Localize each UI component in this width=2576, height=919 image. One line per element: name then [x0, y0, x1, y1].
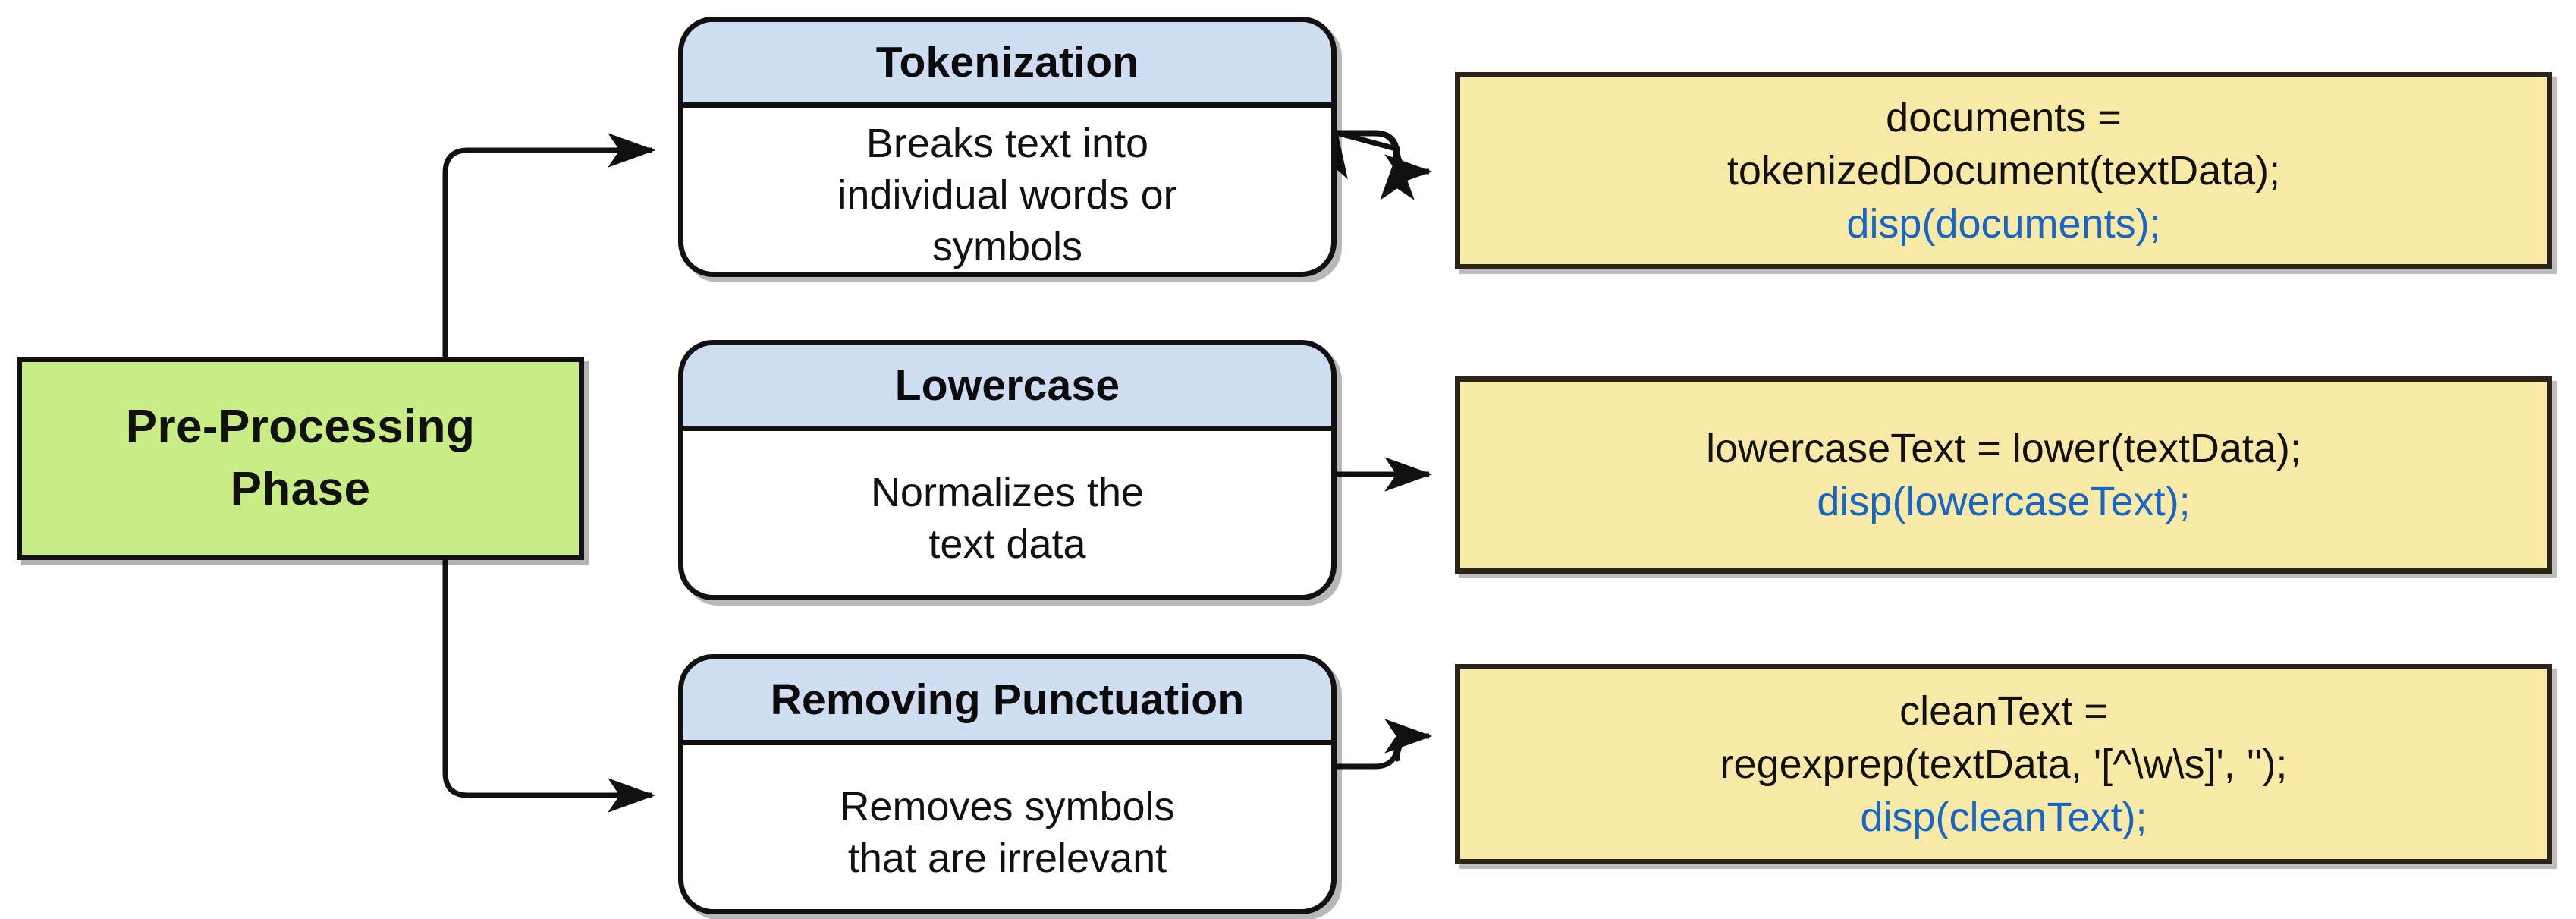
step-box-removing-punctuation[interactable]: Removing Punctuation Removes symbols tha…	[678, 654, 1337, 914]
step-description: Breaks text into individual words or sym…	[837, 118, 1176, 272]
code-line: cleanText =	[1899, 688, 2108, 734]
code-line: documents =	[1886, 94, 2122, 140]
connector-tokenization-to-code	[1337, 133, 1399, 172]
connector-tokenization-arrow	[1337, 131, 1433, 189]
code-box-removing-punctuation[interactable]: cleanText = regexprep(textData, '[^\w\s]…	[1455, 664, 2552, 864]
step-desc-line1: Normalizes the	[870, 469, 1145, 515]
step-body-removing-punctuation: Removes symbols that are irrelevant	[683, 745, 1331, 909]
code-line-call: disp(lowercaseText);	[1817, 479, 2191, 524]
code-line-call: disp(documents);	[1846, 201, 2161, 247]
step-desc-line3: symbols	[931, 224, 1083, 270]
step-header-tokenization: Tokenization	[683, 22, 1331, 108]
step-title: Lowercase	[894, 361, 1120, 410]
step-desc-line2: text data	[928, 521, 1086, 567]
step-description: Removes symbols that are irrelevant	[840, 781, 1174, 884]
code-line: lowercaseText = lower(textData);	[1706, 425, 2301, 471]
connector-phase-to-tokenization	[442, 133, 656, 357]
step-description: Normalizes the text data	[871, 467, 1144, 570]
step-box-tokenization[interactable]: Tokenization Breaks text into individual…	[678, 17, 1337, 277]
code-box-lowercase[interactable]: lowercaseText = lower(textData); disp(lo…	[1455, 376, 2552, 574]
connector-tokenization-to-code-main	[1337, 130, 1415, 200]
step-desc-line1: Removes symbols	[840, 783, 1175, 829]
phase-label: Pre-Processing Phase	[106, 396, 495, 521]
phase-label-line2: Phase	[230, 463, 371, 515]
step-desc-line1: Breaks text into	[865, 120, 1149, 166]
step-desc-line2: individual words or	[837, 172, 1177, 218]
step-title: Removing Punctuation	[770, 675, 1245, 724]
phase-box-pre-processing[interactable]: Pre-Processing Phase	[17, 357, 584, 560]
step-header-removing-punctuation: Removing Punctuation	[683, 659, 1331, 745]
connector-removing-punctuation-to-code	[1337, 719, 1433, 770]
code-box-tokenization[interactable]: documents = tokenizedDocument(textData);…	[1455, 72, 2552, 269]
step-body-tokenization: Breaks text into individual words or sym…	[683, 108, 1331, 272]
step-header-lowercase: Lowercase	[683, 345, 1331, 431]
step-desc-line2: that are irrelevant	[847, 836, 1167, 881]
step-box-lowercase[interactable]: Lowercase Normalizes the text data	[678, 340, 1337, 600]
code-line: regexprep(textData, '[^\w\s]', '');	[1720, 741, 2288, 787]
code-line-call: disp(cleanText);	[1860, 795, 2147, 841]
phase-label-line1: Pre-Processing	[125, 401, 476, 454]
step-title: Tokenization	[875, 38, 1139, 87]
step-body-lowercase: Normalizes the text data	[683, 431, 1331, 595]
connector-phase-to-removing-punctuation	[442, 560, 656, 813]
code-line: tokenizedDocument(textData);	[1726, 147, 2281, 194]
